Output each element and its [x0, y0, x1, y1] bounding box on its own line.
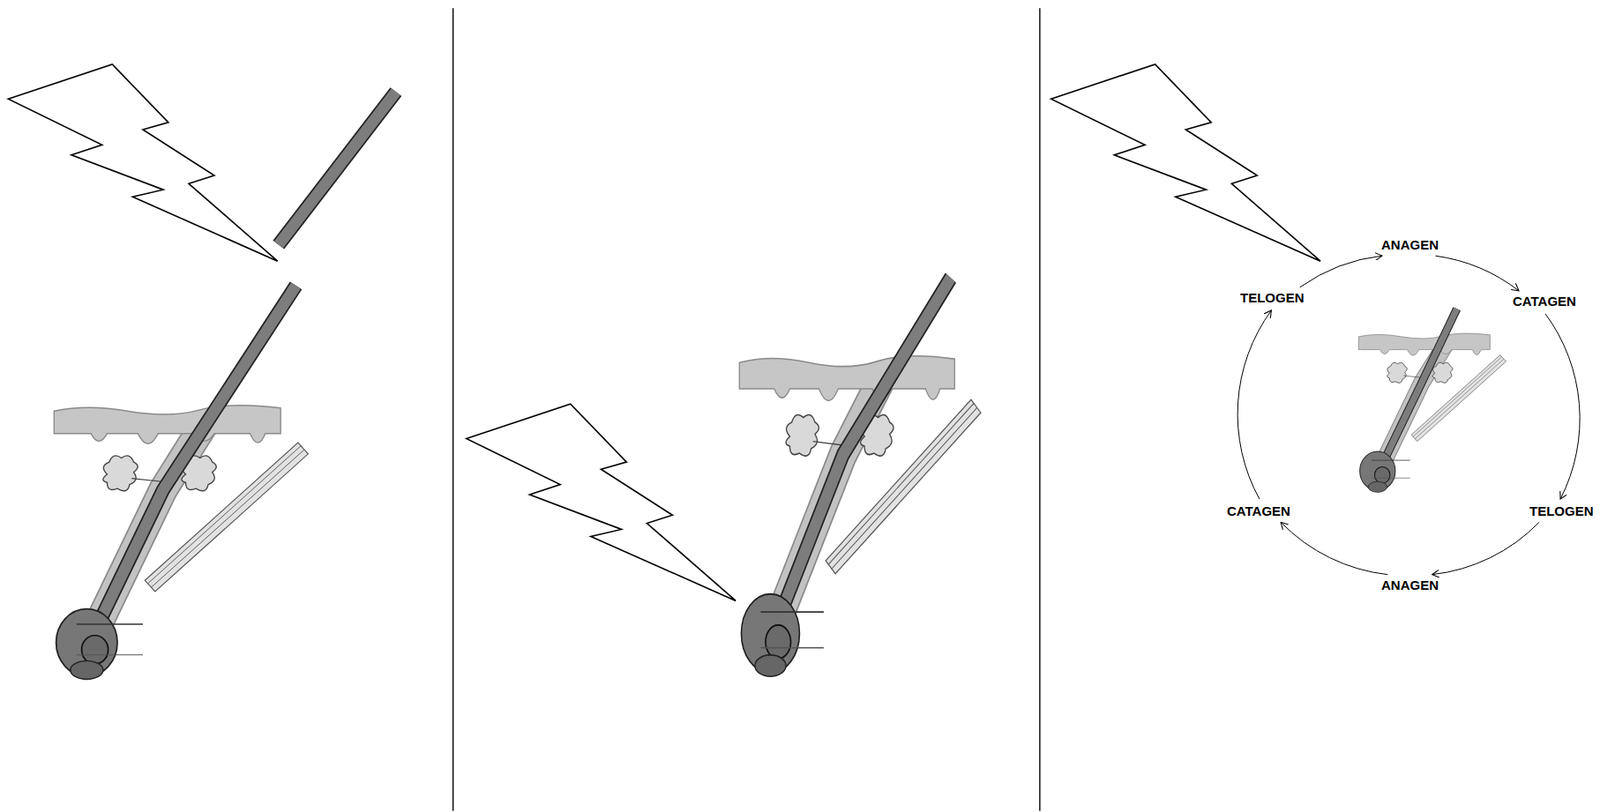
- panel-divider: [1039, 7, 1040, 811]
- hair-follicle: [739, 356, 981, 629]
- laser-bolt: [7, 64, 277, 262]
- hair-shaft-outline: [775, 277, 951, 629]
- phase-label: CATAGEN: [1224, 501, 1294, 522]
- phase-label: ANAGEN: [1378, 575, 1442, 596]
- hair-shaft-outline: [1380, 308, 1458, 468]
- phase-name: TELOGEN: [1240, 290, 1305, 307]
- hair-follicle: [53, 405, 308, 638]
- hair-shaft: [91, 285, 296, 638]
- cycle-arrow: [1300, 255, 1383, 288]
- phase-label: CATAGEN: [1510, 291, 1579, 312]
- cycle-arrow: [1545, 314, 1580, 500]
- cycle-arrow: [1435, 255, 1520, 292]
- phase-label: ANAGEN: [1378, 235, 1442, 255]
- hair-bulb-group: [740, 594, 823, 677]
- phase-name: ANAGEN: [1381, 577, 1439, 594]
- phase-name: CATAGEN: [1512, 293, 1577, 310]
- phase-label: TELOGEN: [1237, 288, 1308, 308]
- cycle-arrow: [1237, 310, 1272, 500]
- laser-bolt: [466, 403, 736, 601]
- cycle-arrow: [1280, 522, 1388, 575]
- cut-hair-shaft: [278, 91, 397, 246]
- laser-bolt: [1051, 64, 1321, 262]
- phase-label: TELOGEN: [1526, 501, 1597, 522]
- hair-shaft-outline: [91, 285, 296, 638]
- phase-name: CATAGEN: [1226, 503, 1291, 520]
- phase-name: TELOGEN: [1529, 503, 1594, 520]
- hair-shaft: [775, 277, 951, 629]
- hair-bulb-group: [56, 609, 143, 681]
- cycle-arrow: [1432, 522, 1540, 575]
- panel-divider: [452, 7, 454, 811]
- hair-shaft: [1380, 308, 1458, 468]
- hair-bulb-group: [1360, 451, 1411, 493]
- phase-name: ANAGEN: [1381, 237, 1439, 254]
- hair-shaft-outline: [278, 91, 397, 246]
